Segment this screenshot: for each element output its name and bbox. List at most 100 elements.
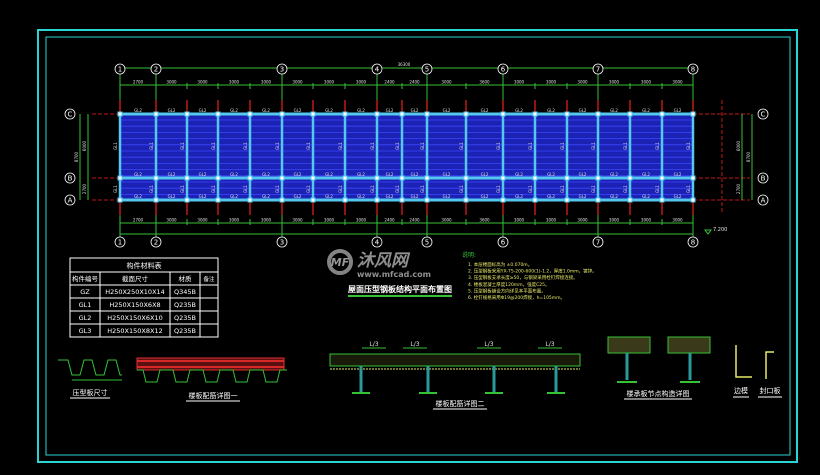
- beam-label: GL2: [547, 108, 555, 113]
- steel-column: [424, 111, 430, 117]
- steel-column: [279, 111, 285, 117]
- beam-label: GL1: [528, 142, 533, 150]
- beam-label: GL1: [395, 142, 400, 150]
- slab-detail-1-label: 楼板配筋详图一: [189, 391, 238, 400]
- beam-label: GL1: [420, 142, 425, 150]
- bay-dimension: 3000: [672, 218, 683, 223]
- steel-column: [595, 175, 601, 181]
- table-cell: H250X250X10X14: [105, 288, 165, 296]
- axis-bubble: [114, 63, 126, 75]
- axis-label: 3: [280, 239, 284, 247]
- beam-label: GL1: [560, 142, 565, 150]
- table-cell: Q345B: [174, 288, 196, 296]
- beam-label: GL1: [211, 185, 216, 193]
- beam-label: GL1: [370, 142, 375, 150]
- beam-label: GL1: [623, 142, 628, 150]
- bay-dimension: 3000: [641, 218, 652, 223]
- bay-dimension: 2700: [133, 218, 144, 223]
- beam-label: GL2: [199, 172, 207, 177]
- beam-label: GL2: [411, 194, 419, 199]
- steel-column: [424, 197, 430, 203]
- axis-label: 2: [154, 66, 158, 74]
- beam-label: GL2: [325, 108, 333, 113]
- beam-label: GL2: [411, 108, 419, 113]
- axis-bubble: [64, 194, 76, 206]
- beam-label: GL2: [134, 108, 142, 113]
- steel-column: [117, 197, 123, 203]
- steel-column: [532, 175, 538, 181]
- steel-column: [659, 175, 665, 181]
- beam-label: GL2: [199, 108, 207, 113]
- steel-column: [595, 197, 601, 203]
- mf-logo: MF: [327, 249, 353, 275]
- axis-label: 7: [596, 239, 600, 247]
- beam-label: GL2: [642, 194, 650, 199]
- row-dimension: 6000: [736, 140, 741, 151]
- beam-label: GL1: [306, 185, 311, 193]
- inner-frame: [45, 36, 791, 456]
- closure-plate-shape: [765, 351, 774, 379]
- table-cell: H250X150X6X8: [109, 301, 160, 309]
- elevation-mark: 7.200: [713, 227, 727, 233]
- joint-slab: [667, 336, 711, 354]
- beam-label: GL2: [411, 172, 419, 177]
- axis-label: 3: [280, 66, 284, 74]
- span-label: L/3: [545, 341, 554, 348]
- beam-label: GL2: [168, 172, 176, 177]
- steel-column: [117, 111, 123, 117]
- table-cell: GZ: [80, 288, 90, 296]
- steel-column: [374, 197, 380, 203]
- beam-label: GL2: [294, 108, 302, 113]
- steel-column: [247, 111, 253, 117]
- steel-column: [564, 175, 570, 181]
- steel-column: [215, 175, 221, 181]
- beam-label: GL2: [168, 194, 176, 199]
- elevation-symbol: [704, 229, 712, 235]
- beam-label: GL2: [230, 194, 238, 199]
- slab-section-2: [329, 353, 581, 367]
- beam-label: GL2: [168, 108, 176, 113]
- beam-label: GL1: [686, 142, 691, 150]
- steel-column: [399, 111, 405, 117]
- beam-label: GL2: [515, 194, 523, 199]
- bay-dimension: 3600: [479, 218, 490, 223]
- beam-label: GL1: [591, 185, 596, 193]
- beam-label: GL2: [674, 194, 682, 199]
- steel-column: [342, 111, 348, 117]
- bay-dimension: 3000: [514, 80, 525, 85]
- table-header: 材质: [179, 274, 193, 283]
- bay-dimension: 3600: [479, 80, 490, 85]
- beam-label: GL2: [579, 108, 587, 113]
- steel-column: [184, 111, 190, 117]
- beam-label: GL2: [294, 172, 302, 177]
- beam-label: GL1: [338, 142, 343, 150]
- bay-dimension: 2400: [384, 80, 395, 85]
- beam-label: GL2: [481, 108, 489, 113]
- beam-label: GL1: [275, 185, 280, 193]
- steel-column: [627, 175, 633, 181]
- edge-form-shape: [735, 345, 752, 378]
- bay-dimension: 3000: [166, 218, 177, 223]
- steel-column: [117, 175, 123, 181]
- steel-column: [215, 111, 221, 117]
- bay-dimension: 3000: [609, 218, 620, 223]
- axis-label: A: [68, 197, 73, 205]
- steel-column: [184, 197, 190, 203]
- steel-column: [659, 197, 665, 203]
- beam-label: GL1: [149, 185, 154, 193]
- bay-dimension: 3000: [292, 80, 303, 85]
- steel-column: [310, 197, 316, 203]
- beam-label: GL2: [642, 172, 650, 177]
- steel-column: [153, 111, 159, 117]
- axis-label: 1: [118, 239, 122, 247]
- beam-label: GL2: [515, 108, 523, 113]
- axis-bubble: [757, 172, 769, 184]
- beam-label: GL1: [459, 142, 464, 150]
- axis-bubble: [687, 236, 699, 248]
- axis-label: 8: [691, 66, 695, 74]
- plan-title: 屋面压型钢板结构平面布置图: [348, 284, 452, 294]
- steel-column: [500, 175, 506, 181]
